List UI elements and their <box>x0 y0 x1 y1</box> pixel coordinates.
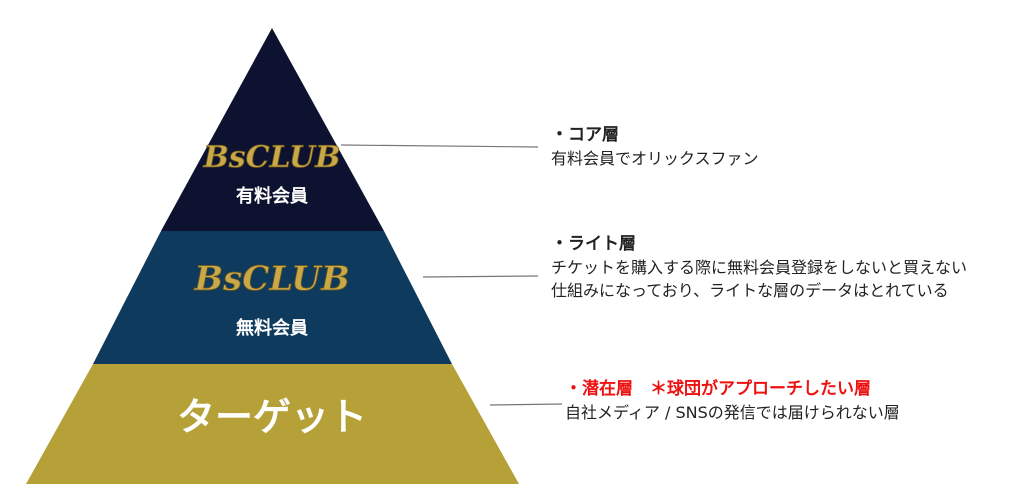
note-target-body: 自社メディア / SNSの発信では届けられない層 <box>565 403 900 422</box>
bsclub-logo-light: BsCLUB <box>193 259 349 299</box>
tier-label-core: 有料会員 <box>236 185 308 207</box>
bsclub-logo-core: BsCLUB <box>202 140 340 175</box>
note-light-heading: ・ライト層 <box>551 234 636 254</box>
note-core: ・コア層 有料会員でオリックスファン <box>551 123 851 170</box>
note-light: ・ライト層 チケットを購入する際に無料会員登録をしないと買えない仕組みになってお… <box>551 232 981 302</box>
note-light-body: チケットを購入する際に無料会員登録をしないと買えない仕組みになっており、ライトな… <box>551 258 968 300</box>
note-target-heading: ・潜在層 ＊球団がアプローチしたい層 <box>565 379 871 399</box>
connector-line-core <box>340 144 539 148</box>
tier-core-shape <box>161 28 384 231</box>
tier-light-shape <box>93 231 452 364</box>
connector-line-light <box>422 275 539 278</box>
tier-target-shape <box>26 364 519 484</box>
note-target: ・潜在層 ＊球団がアプローチしたい層 自社メディア / SNSの発信では届けられ… <box>565 377 1005 424</box>
tier-label-target: ターゲット <box>177 395 367 439</box>
note-core-heading: ・コア層 <box>551 125 619 145</box>
note-core-body: 有料会員でオリックスファン <box>551 149 759 168</box>
connector-line-target <box>489 403 563 406</box>
tier-label-light: 無料会員 <box>236 317 308 339</box>
